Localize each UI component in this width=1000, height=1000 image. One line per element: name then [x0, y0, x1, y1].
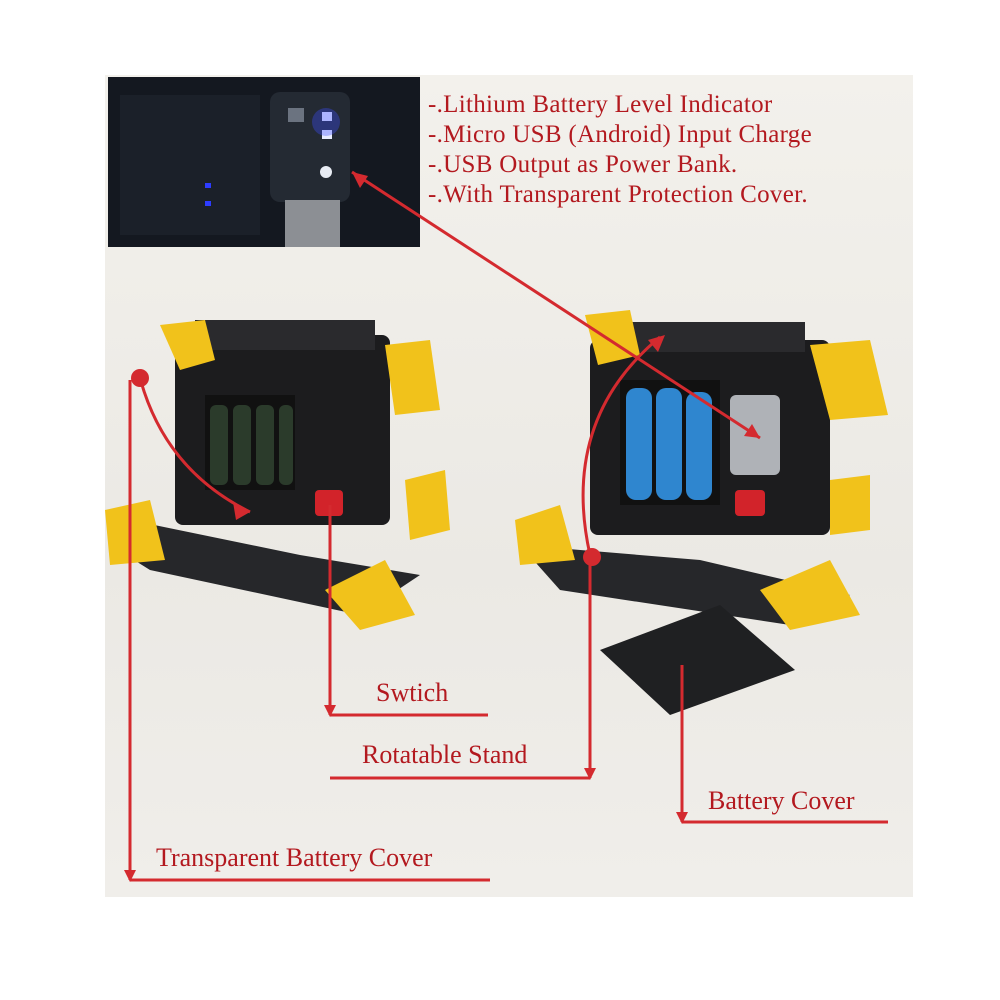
- feature-protection-cover: -.With Transparent Protection Cover.: [428, 181, 808, 208]
- callout-battery-cover: Battery Cover: [708, 786, 855, 815]
- callout-switch: Swtich: [376, 678, 449, 707]
- lithium-batteries: [626, 388, 712, 500]
- callout-transparent-battery-cover: Transparent Battery Cover: [156, 843, 433, 872]
- feature-usb-output: -.USB Output as Power Bank.: [428, 151, 738, 178]
- aa-batteries: [210, 405, 293, 485]
- yellow-corner-guards: [105, 320, 450, 630]
- feature-micro-usb-input: -.Micro USB (Android) Input Charge: [428, 121, 812, 148]
- inset-closeup-photo: [108, 77, 420, 247]
- battery-cover-part: [600, 605, 795, 715]
- annotation-markers: [124, 172, 760, 882]
- feature-battery-indicator: -.Lithium Battery Level Indicator: [428, 91, 773, 118]
- switch-button-right: [735, 490, 765, 516]
- switch-button-left: [315, 490, 343, 516]
- callout-rotatable-stand: Rotatable Stand: [362, 740, 528, 769]
- feature-list: -.Lithium Battery Level Indicator -.Micr…: [428, 90, 812, 210]
- right-work-light: [515, 310, 888, 715]
- left-work-light: [105, 320, 450, 630]
- annotation-lines: [128, 170, 888, 882]
